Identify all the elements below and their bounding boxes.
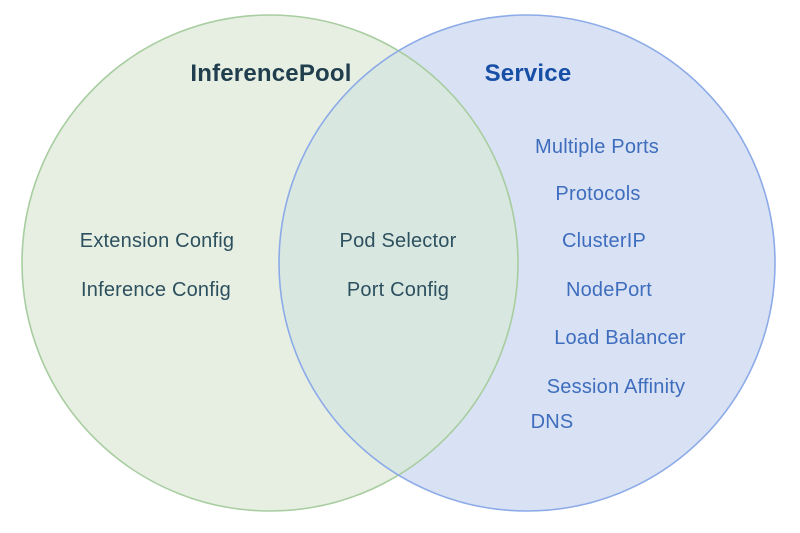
right-set-item: Multiple Ports [535,136,659,158]
left-set-title: InferencePool [190,60,352,87]
intersection-lens-fill [279,15,518,511]
intersection-item: Port Config [346,279,450,301]
right-set-item: ClusterIP [561,230,647,252]
intersection-item: Pod Selector [339,230,457,252]
right-set-title: Service [484,60,572,87]
right-circle-outline [278,14,776,512]
right-set-item: NodePort [565,279,653,301]
right-set-item: Load Balancer [554,327,686,349]
right-set-item: DNS [530,411,574,433]
right-set-item: Session Affinity [546,376,686,398]
left-set-item: Extension Config [79,230,235,252]
left-set-item: Inference Config [81,279,231,301]
left-circle-outline [21,14,519,512]
right-set-item: Protocols [555,183,641,205]
